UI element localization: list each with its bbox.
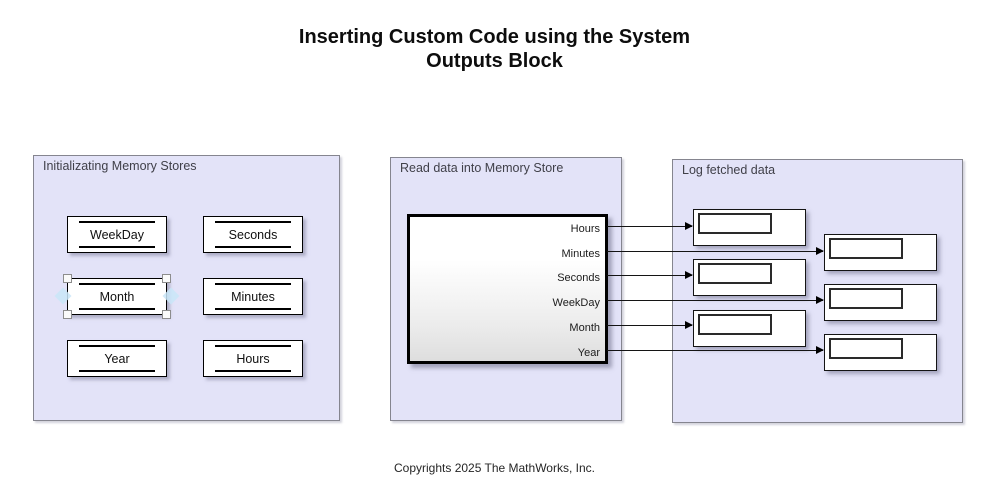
model-title: Inserting Custom Code using the System O… — [0, 25, 989, 73]
area-read-data-into-memory-store[interactable]: Read data into Memory Store Hours Minute… — [390, 157, 622, 421]
data-store-block-hours[interactable]: Hours — [203, 340, 303, 377]
area-log-fetched-data[interactable]: Log fetched data — [672, 159, 963, 423]
arrowhead-icon — [685, 320, 693, 329]
area-initializing-label: Initializating Memory Stores — [43, 159, 197, 173]
data-store-block-year[interactable]: Year — [67, 340, 167, 377]
output-port-label-seconds: Seconds — [557, 272, 600, 284]
arrowhead-icon — [816, 246, 824, 255]
signal-line-month[interactable] — [607, 320, 693, 329]
selection-handle-bottom-left[interactable] — [63, 310, 72, 319]
model-title-line2: Outputs Block — [426, 50, 563, 72]
display-value-field-5 — [829, 288, 903, 309]
area-initializing-memory-stores[interactable]: Initializating Memory Stores WeekDay Sec… — [33, 155, 340, 421]
display-block-6[interactable] — [824, 334, 937, 371]
output-port-label-month: Month — [569, 322, 600, 334]
data-store-block-minutes[interactable]: Minutes — [203, 278, 303, 315]
display-value-field-4 — [829, 238, 903, 259]
signal-line-weekday[interactable] — [607, 295, 824, 304]
signal-line-minutes[interactable] — [607, 246, 824, 255]
display-value-field-3 — [698, 314, 772, 335]
display-block-2[interactable] — [693, 259, 806, 296]
display-value-field-6 — [829, 338, 903, 359]
signal-line-hours[interactable] — [607, 221, 693, 230]
arrowhead-icon — [685, 221, 693, 230]
selection-handle-top-right[interactable] — [162, 274, 171, 283]
model-title-line1: Inserting Custom Code using the System — [298, 26, 691, 48]
arrowhead-icon — [816, 295, 824, 304]
data-store-label-weekday: WeekDay — [90, 227, 144, 242]
signal-line-year[interactable] — [607, 345, 824, 354]
copyright-text: Copyrights 2025 The MathWorks, Inc. — [394, 461, 595, 475]
selection-handle-top-left[interactable] — [63, 274, 72, 283]
arrowhead-icon — [685, 270, 693, 279]
data-store-block-weekday[interactable]: WeekDay — [67, 216, 167, 253]
data-store-label-hours: Hours — [236, 351, 270, 366]
display-block-3[interactable] — [693, 310, 806, 347]
output-port-label-year: Year — [577, 347, 600, 359]
display-value-field-2 — [698, 263, 772, 284]
data-store-label-year: Year — [104, 351, 130, 366]
data-store-block-month-selected[interactable]: Month — [54, 274, 180, 319]
area-read-label: Read data into Memory Store — [400, 161, 564, 175]
output-port-label-weekday: WeekDay — [552, 297, 600, 309]
signal-line-seconds[interactable] — [607, 270, 693, 279]
data-store-block-seconds[interactable]: Seconds — [203, 216, 303, 253]
area-log-label: Log fetched data — [682, 163, 776, 177]
data-store-label-month: Month — [99, 289, 135, 304]
selection-handle-bottom-right[interactable] — [162, 310, 171, 319]
output-port-label-hours: Hours — [570, 223, 600, 235]
display-value-field-1 — [698, 213, 772, 234]
arrowhead-icon — [816, 345, 824, 354]
display-block-5[interactable] — [824, 284, 937, 321]
display-block-1[interactable] — [693, 209, 806, 246]
data-store-label-minutes: Minutes — [231, 289, 275, 304]
subsystem-block-read-data[interactable]: Hours Minutes Seconds WeekDay Month Year — [407, 214, 608, 364]
display-block-4[interactable] — [824, 234, 937, 271]
output-port-label-minutes: Minutes — [561, 248, 600, 260]
data-store-label-seconds: Seconds — [228, 227, 278, 242]
